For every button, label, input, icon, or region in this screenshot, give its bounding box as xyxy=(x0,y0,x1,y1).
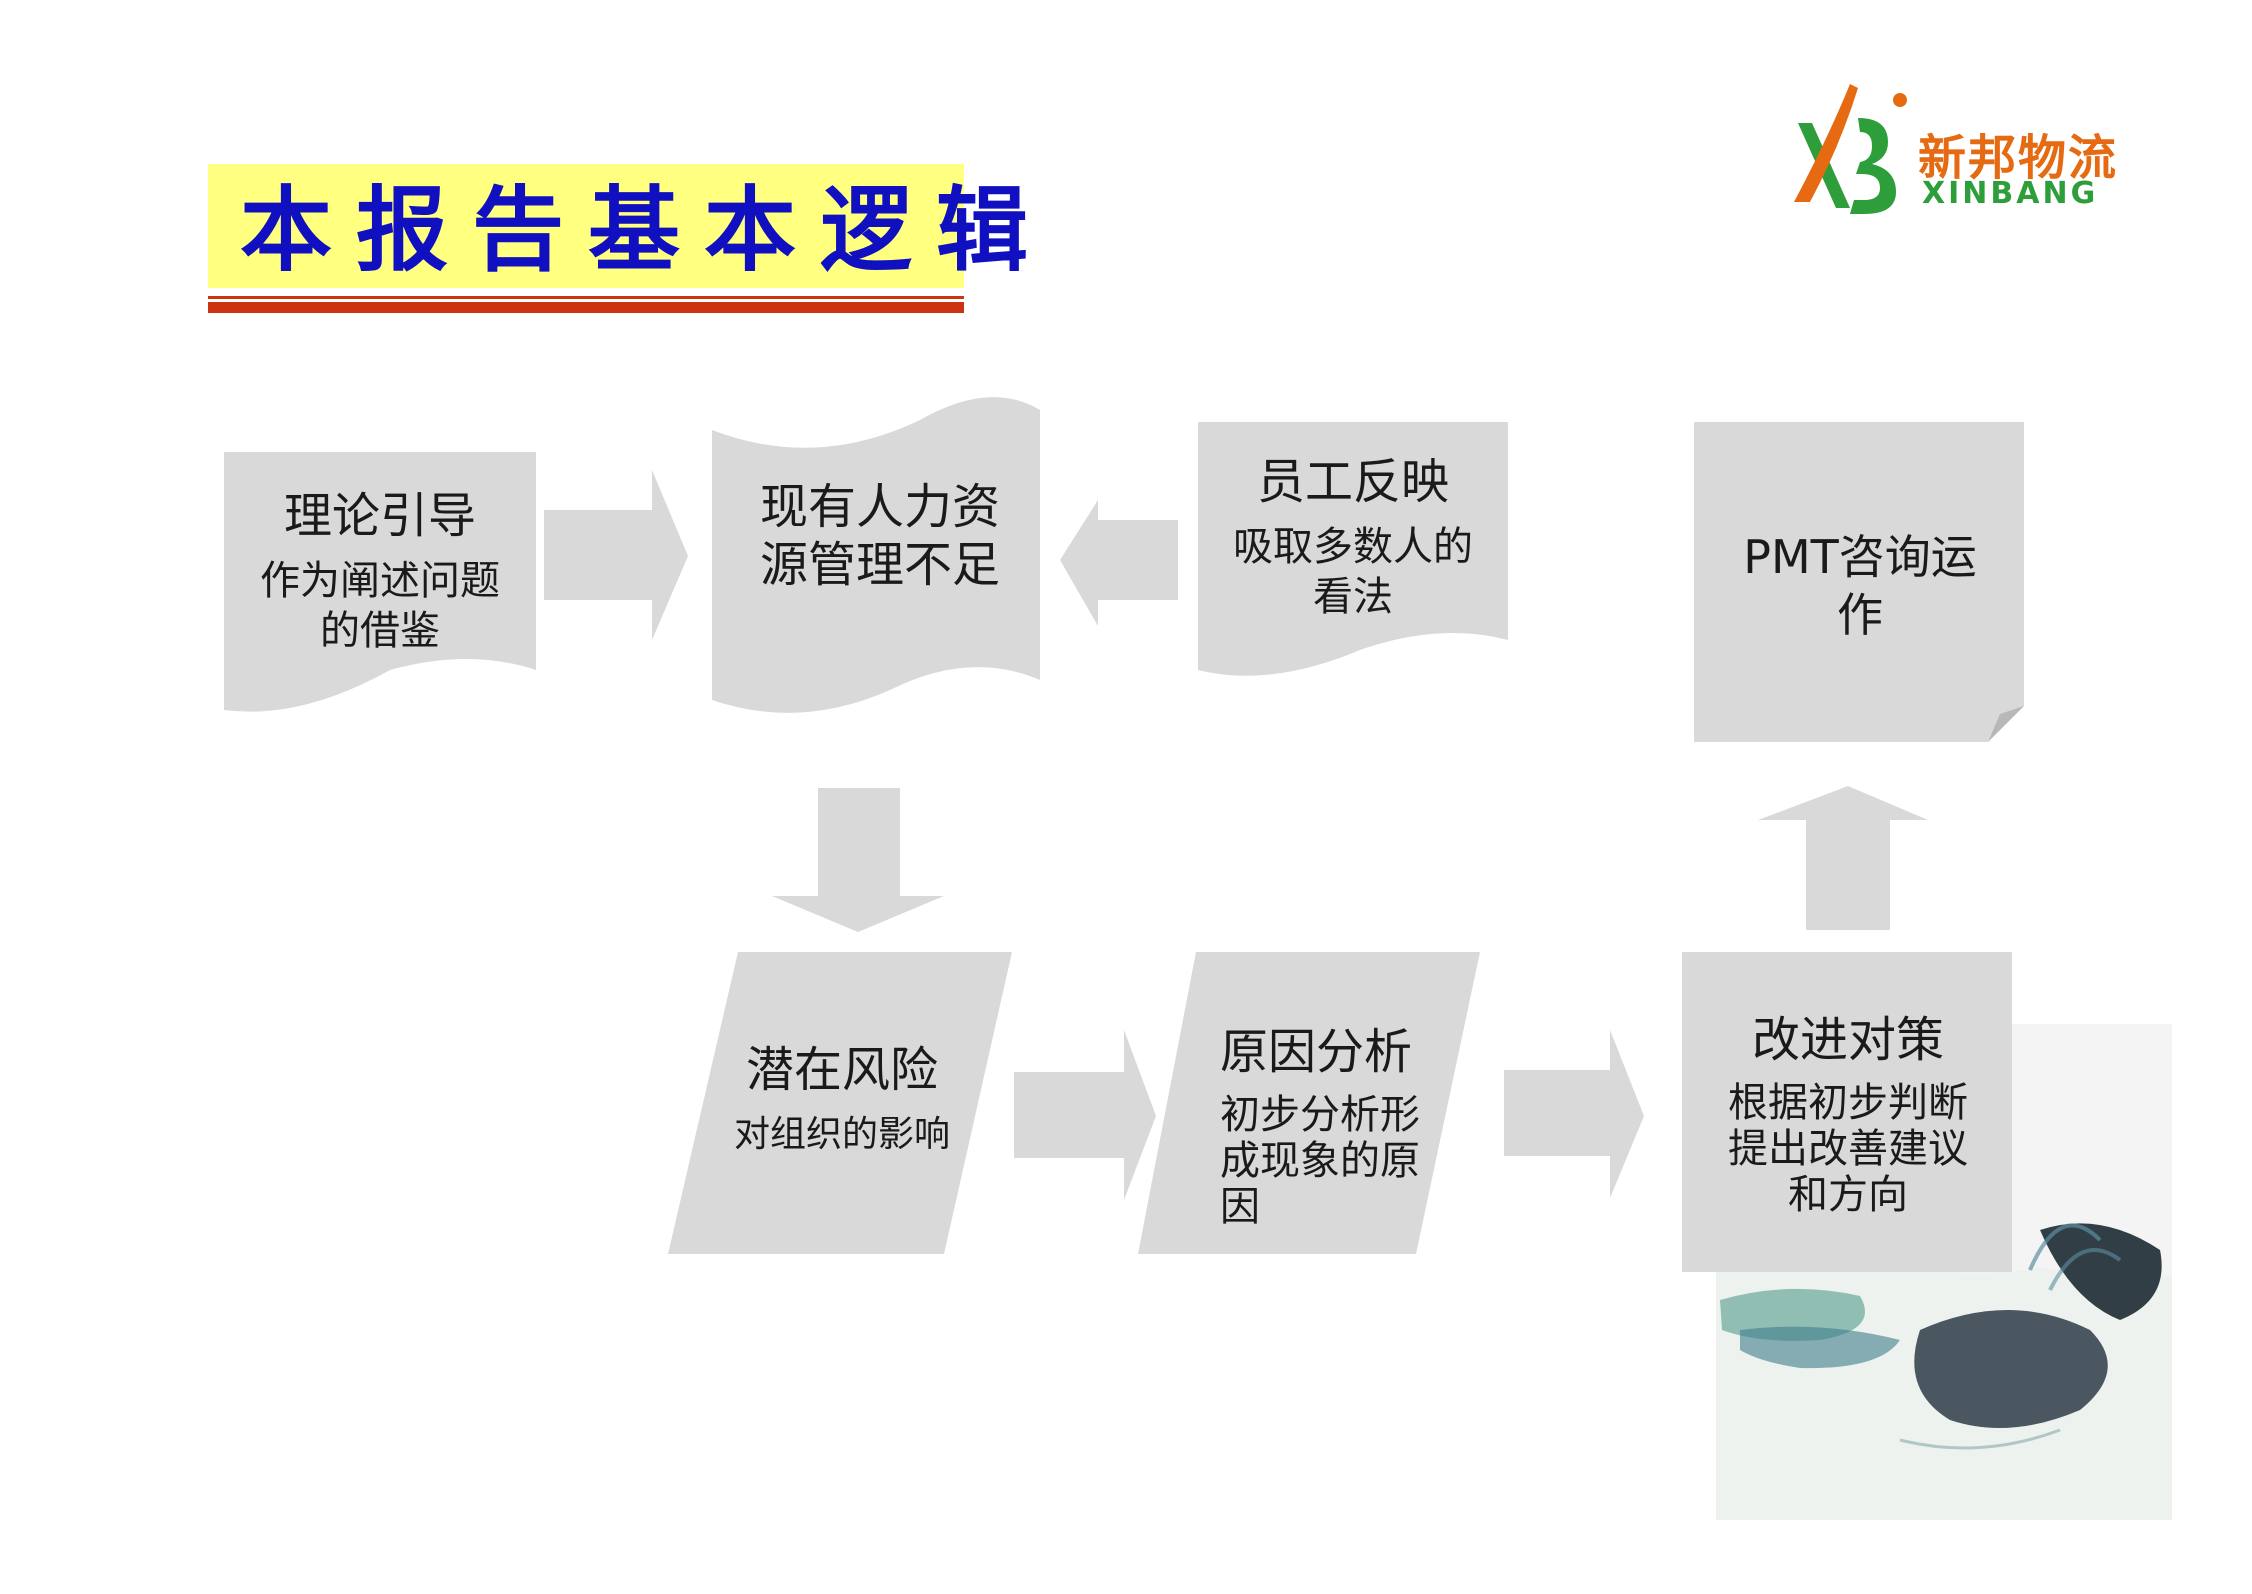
arrow-theory-to-current xyxy=(544,470,688,640)
page-title: 本报告基本逻辑 xyxy=(240,176,1053,284)
node-theory-title: 理论引导 xyxy=(283,488,476,544)
logo-name-cn: 新邦物流 xyxy=(1918,130,2119,186)
pmt-fold xyxy=(1988,706,2024,742)
arrow-current-to-risk xyxy=(772,788,944,932)
pmt-shape xyxy=(1694,422,2024,742)
node-theory-desc: 作为阐述问题的借鉴 xyxy=(260,558,500,654)
arrow-staff-to-current xyxy=(1060,500,1178,626)
node-cause-title: 原因分析 xyxy=(1220,1024,1413,1080)
node-current: 现有人力资源管理不足 xyxy=(740,478,1020,594)
measure-shape xyxy=(1682,952,2012,1272)
node-pmt: PMT咨询运作 xyxy=(1730,528,1990,644)
node-cause: 原因分析 初步分析形成现象的原因 xyxy=(1220,1022,1424,1230)
title-band xyxy=(208,164,964,288)
node-theory: 理论引导 作为阐述问题的借鉴 xyxy=(224,486,536,656)
staff-shape xyxy=(1198,422,1508,676)
logo-name-en: XINBANG xyxy=(1922,176,2099,211)
arrow-risk-to-cause xyxy=(1014,1030,1156,1200)
theory-shape xyxy=(224,452,536,712)
title-underline-thin xyxy=(208,296,964,299)
arrow-measure-to-pmt xyxy=(1758,786,1928,930)
node-pmt-title: PMT咨询运作 xyxy=(1743,530,1977,642)
xinbang-logo-icon xyxy=(1788,78,1914,222)
node-staff-title: 员工反映 xyxy=(1256,454,1449,510)
node-cause-desc: 初步分析形成现象的原因 xyxy=(1220,1092,1420,1230)
node-current-title: 现有人力资源管理不足 xyxy=(759,479,1000,593)
node-risk: 潜在风险 对组织的影响 xyxy=(712,1040,972,1160)
node-staff-desc: 吸取多数人的看法 xyxy=(1233,524,1473,620)
node-staff: 员工反映 吸取多数人的看法 xyxy=(1218,452,1488,622)
node-measure-desc: 根据初步判断提出改善建议和方向 xyxy=(1728,1080,1968,1218)
arrow-cause-to-measure xyxy=(1504,1030,1644,1198)
cause-shape xyxy=(1138,952,1480,1254)
title-underline xyxy=(208,302,964,313)
risk-shape xyxy=(668,952,1012,1254)
node-risk-desc: 对组织的影响 xyxy=(733,1114,950,1155)
node-measure-title: 改进对策 xyxy=(1751,1012,1944,1068)
node-measure: 改进对策 根据初步判断提出改善建议和方向 xyxy=(1700,1010,1996,1218)
current-shape xyxy=(712,397,1040,713)
node-risk-title: 潜在风险 xyxy=(745,1042,938,1098)
